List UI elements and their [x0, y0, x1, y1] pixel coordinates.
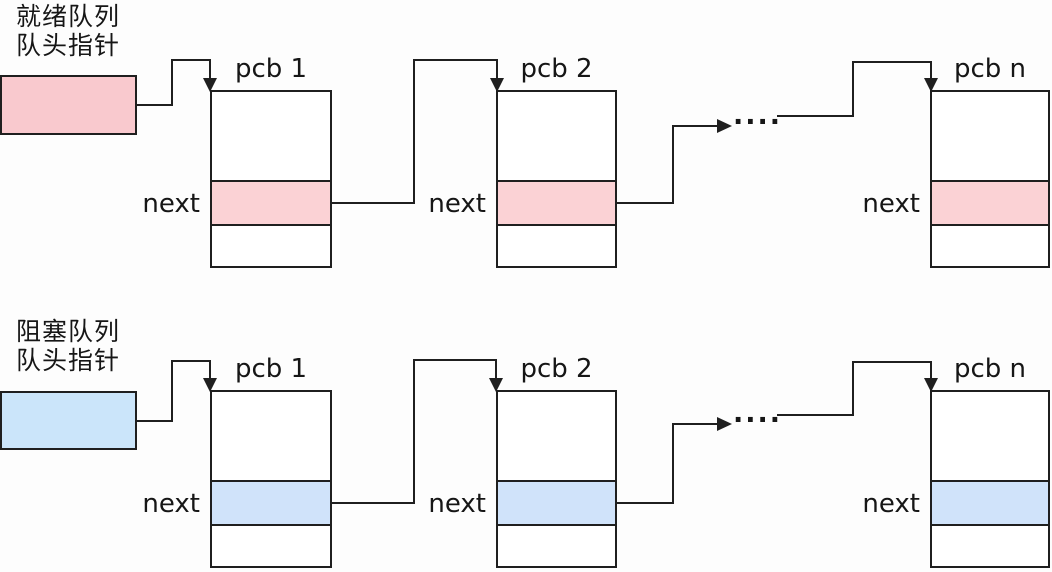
blocked-pcb-1-label: pcb 1 — [234, 354, 308, 384]
ready-pcb-2-label: pcb 2 — [520, 54, 593, 84]
blocked-pcb-1-next-cell — [212, 480, 330, 526]
ready-pcb-1-node: pcb 1 next — [142, 54, 332, 268]
ready-pcb-n-bottom-cell — [932, 226, 1048, 266]
ready-pcb-n-next-cell — [932, 180, 1048, 226]
ready-pcb-2-next-label: next — [428, 189, 486, 219]
wire-blocked-pcb1-to-pcb2 — [332, 359, 497, 504]
blocked-pcb-2-node: pcb 2 next — [428, 354, 617, 568]
ready-queue-title-line1: 就绪队列 — [16, 2, 121, 31]
ready-pcb-1-next-label: next — [142, 189, 200, 219]
blocked-queue-head-pointer-box — [0, 391, 137, 450]
blocked-queue-title-line1: 阻塞队列 — [16, 317, 121, 346]
wire-ready-pcb1-to-pcb2 — [332, 59, 498, 204]
wire-ready-pcb2-to-ellipsis — [616, 125, 718, 204]
blocked-pcb-2-data-cell — [498, 392, 615, 480]
ready-pcb-1-label: pcb 1 — [234, 54, 308, 84]
blocked-pcb-1-node: pcb 1 next — [142, 354, 332, 568]
blocked-pcb-n-label: pcb n — [953, 354, 1027, 384]
ready-pcb-2-node: pcb 2 next — [428, 54, 617, 268]
ready-pcb-1-bottom-cell — [212, 226, 330, 266]
ready-queue-head-pointer-box — [0, 75, 137, 135]
ready-pcb-1-next-cell — [212, 180, 330, 226]
arrowhead-right-ready-ellipsis — [717, 119, 732, 133]
ready-queue-title: 就绪队列 队头指针 — [16, 2, 120, 60]
ready-pcb-2-bottom-cell — [498, 226, 615, 266]
wire-ready-head-to-pcb1 — [137, 59, 211, 106]
blocked-pcb-2-next-cell — [498, 480, 615, 526]
blocked-pcb-1-next-label: next — [142, 489, 200, 519]
arrowhead-right-blocked-ellipsis — [717, 417, 732, 431]
blocked-pcb-1-data-cell — [212, 392, 330, 480]
wire-ready-ellipsis-to-pcbn — [777, 61, 932, 117]
blocked-pcb-2-label: pcb 2 — [520, 354, 593, 384]
ready-pcb-n-next-label: next — [862, 189, 920, 219]
ready-pcb-n-label: pcb n — [953, 54, 1027, 84]
blocked-pcb-2-bottom-cell — [498, 526, 615, 566]
ready-pcb-2-next-cell — [498, 180, 615, 226]
ready-pcb-n-node: pcb n next — [862, 54, 1050, 268]
blocked-pcb-n-data-cell — [932, 392, 1048, 480]
ready-pcb-2-data-cell — [498, 92, 615, 180]
ready-chain-ellipsis: .... — [733, 100, 783, 131]
blocked-pcb-n-next-cell — [932, 480, 1048, 526]
blocked-queue-title: 阻塞队列 队头指针 — [16, 317, 120, 375]
blocked-pcb-2-next-label: next — [428, 489, 486, 519]
ready-pcb-n-data-cell — [932, 92, 1048, 180]
blocked-queue-title-line2: 队头指针 — [16, 346, 121, 375]
ready-queue-title-line2: 队头指针 — [16, 31, 121, 60]
blocked-pcb-n-next-label: next — [862, 489, 920, 519]
blocked-chain-ellipsis: .... — [733, 398, 783, 429]
wire-blocked-head-to-pcb1 — [137, 360, 211, 422]
wire-blocked-ellipsis-to-pcbn — [777, 361, 932, 416]
blocked-pcb-n-bottom-cell — [932, 526, 1048, 566]
blocked-pcb-1-bottom-cell — [212, 526, 330, 566]
ready-pcb-1-data-cell — [212, 92, 330, 180]
wire-blocked-pcb2-to-ellipsis — [616, 423, 718, 504]
blocked-pcb-n-node: pcb n next — [862, 354, 1050, 568]
